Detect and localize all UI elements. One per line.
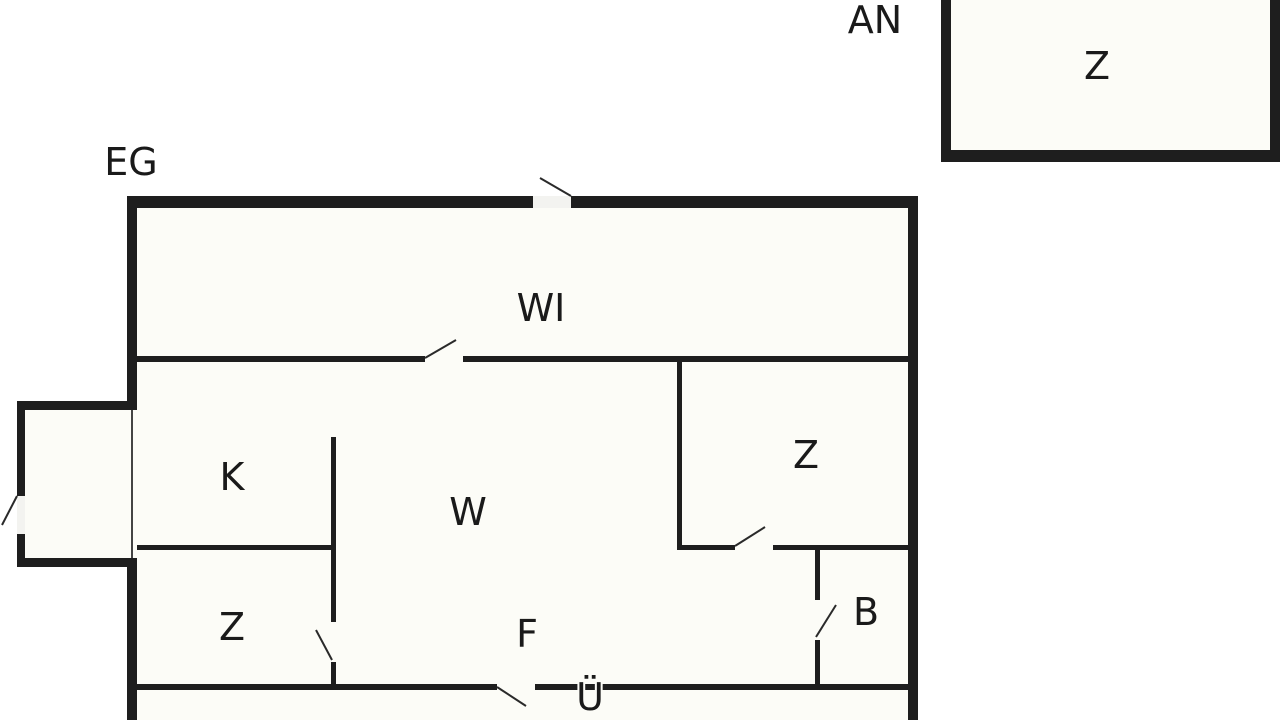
wi-wall-left <box>137 356 425 362</box>
annex-door-gap <box>17 496 25 534</box>
room-label-bottom-partial: Ü <box>576 675 604 719</box>
wi-wall-right <box>463 356 908 362</box>
ground-floor <box>1 177 918 720</box>
bottom-wall-left <box>137 684 497 690</box>
room-label-k: K <box>220 455 246 499</box>
room-label-z-left: Z <box>219 605 245 649</box>
entry-door-icon <box>539 177 572 197</box>
room-label-w: W <box>449 490 487 534</box>
ground-floor-label: EG <box>104 140 157 184</box>
annex-door-icon <box>1 495 18 526</box>
room-right-wall-bottom-right <box>773 545 908 550</box>
interior-area <box>137 208 908 720</box>
room-label-f: F <box>516 612 538 656</box>
kitchen-wall-vertical-upper <box>331 437 336 622</box>
room-label-wi: WI <box>517 286 566 330</box>
room-right-wall-bottom-left <box>677 545 735 550</box>
attic-floor <box>941 0 1280 162</box>
attic-room-label: Z <box>1084 44 1110 88</box>
annex-area <box>25 410 137 558</box>
attic-room-area <box>951 0 1270 150</box>
bath-wall-upper <box>815 550 820 600</box>
room-label-z-right: Z <box>793 433 819 477</box>
room-right-wall-vertical <box>677 362 682 550</box>
bottom-wall-right <box>535 684 908 690</box>
bath-wall-lower <box>815 640 820 685</box>
bottom-door-icon <box>496 686 527 707</box>
entry-door-gap <box>533 196 571 208</box>
wi-door-icon <box>424 339 457 359</box>
bath-door-icon <box>815 604 837 638</box>
attic-floor-label: AN <box>848 0 902 42</box>
kitchen-wall-vertical-lower <box>331 662 336 685</box>
room-label-b: B <box>853 590 879 634</box>
kitchen-wall-horizontal <box>137 545 331 550</box>
room-right-door-icon <box>734 526 766 547</box>
room-left-door-icon <box>315 629 333 661</box>
